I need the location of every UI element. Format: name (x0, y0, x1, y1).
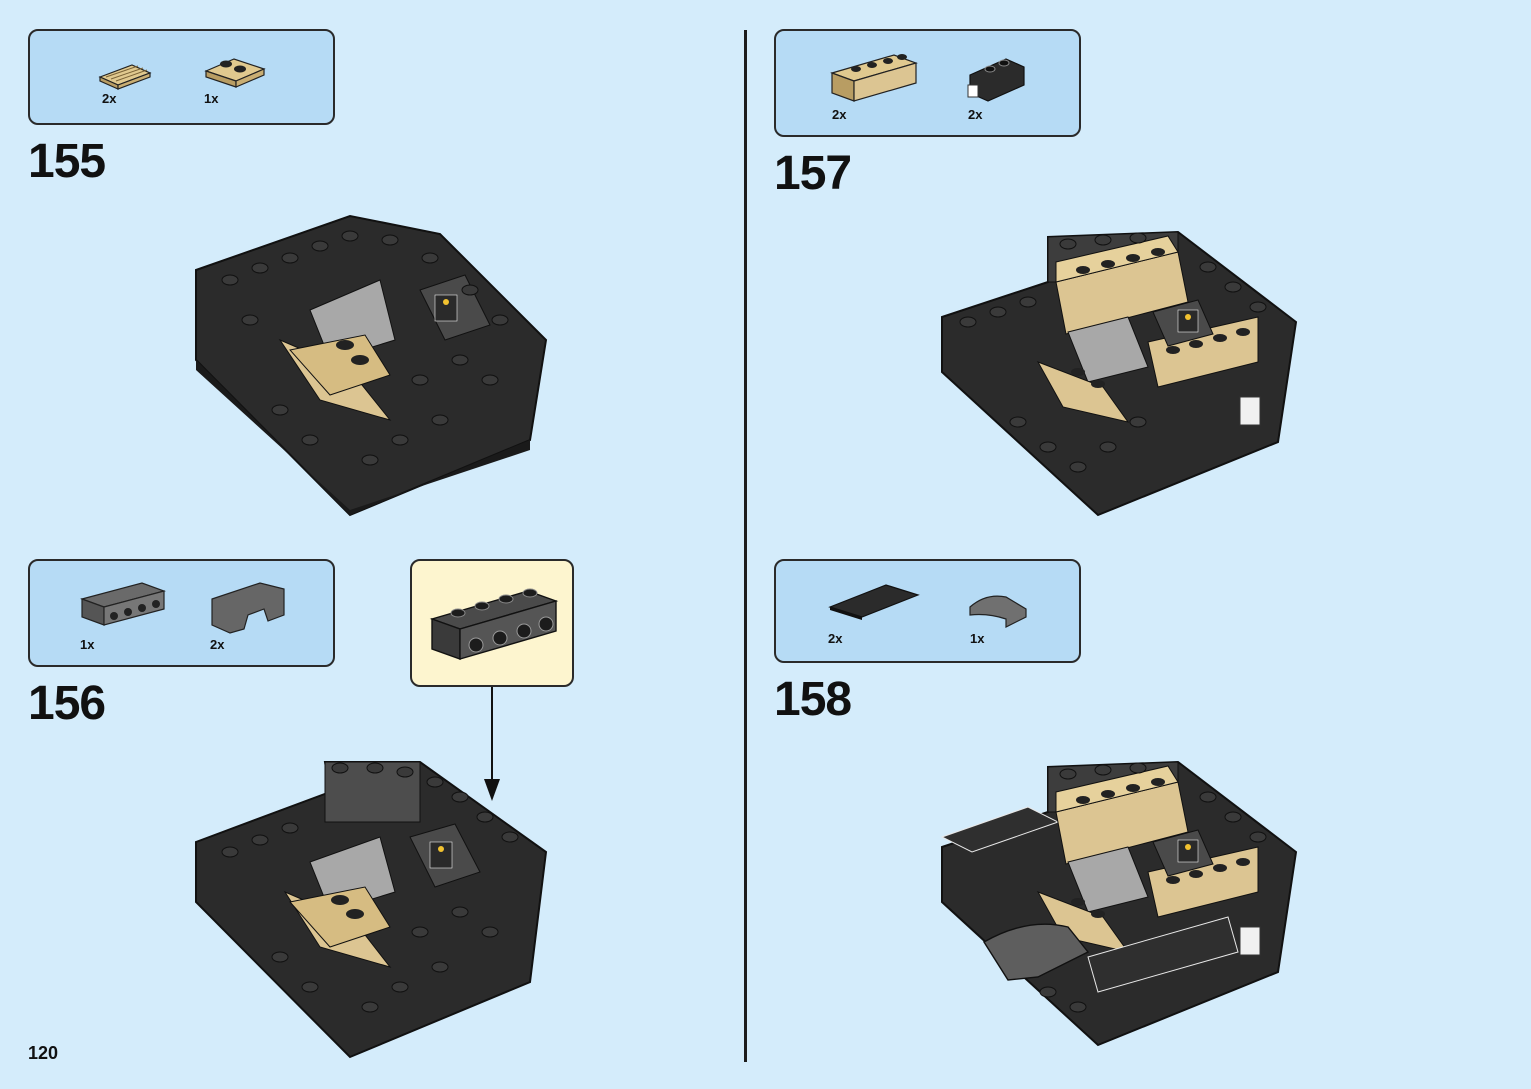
part-qty: 1x (970, 631, 985, 646)
dark-grey-1x4-brick-studs-side-icon (80, 582, 166, 626)
dark-grey-curved-slope-icon (969, 595, 1027, 628)
step-156-model-illustration (195, 761, 548, 1059)
tan-grille-tile-icon (98, 64, 152, 90)
part-qty: 1x (80, 637, 95, 652)
dark-grey-1x4-brick-studs-side-icon (429, 588, 559, 660)
part-qty: 1x (204, 91, 219, 106)
tan-2x2-plate-icon (204, 58, 266, 88)
column-divider (744, 30, 747, 1062)
part-qty: 2x (832, 107, 847, 122)
dark-grey-arch-brick-icon (211, 582, 285, 634)
subassembly-callout (410, 559, 574, 687)
part-qty: 2x (210, 637, 225, 652)
step-number: 155 (28, 135, 106, 188)
step-number: 156 (28, 677, 106, 730)
part-qty: 2x (102, 91, 117, 106)
step-157-model-illustration (941, 230, 1298, 517)
parts-callout-step-155: 2x 1x (28, 29, 335, 125)
step-155-model-illustration (195, 214, 548, 517)
part-qty: 2x (828, 631, 843, 646)
tan-1x4-brick-icon (830, 54, 918, 102)
step-158-model-illustration (940, 760, 1298, 1047)
black-clip-plate-icon (967, 58, 1025, 102)
placement-arrow (484, 687, 500, 801)
parts-callout-step-157: 2x 2x (774, 29, 1081, 137)
page-number: 120 (28, 1043, 59, 1063)
parts-callout-step-158: 2x 1x (774, 559, 1081, 663)
step-number: 157 (774, 147, 852, 200)
parts-callout-step-156: 1x 2x (28, 559, 335, 667)
black-2x4-tile-icon (828, 584, 920, 620)
step-number: 158 (774, 673, 852, 726)
part-qty: 2x (968, 107, 983, 122)
